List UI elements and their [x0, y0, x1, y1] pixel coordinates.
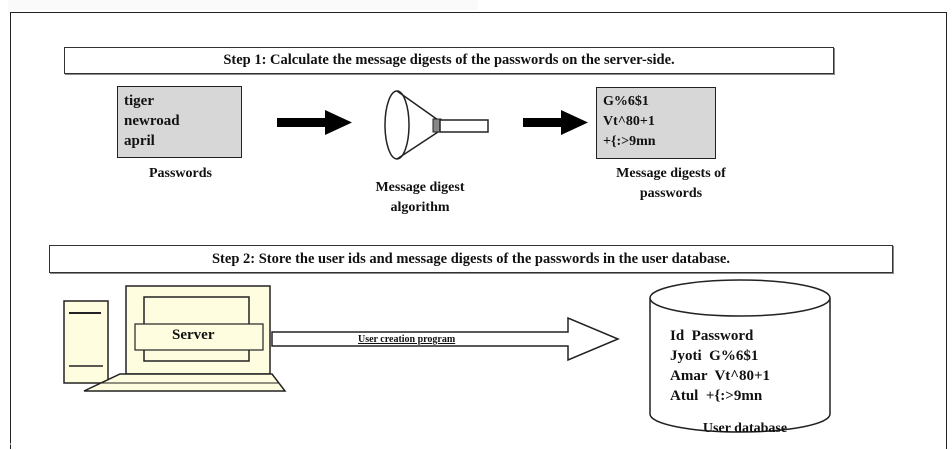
hollow-arrow-icon	[271, 316, 620, 362]
digest-line: +{:>9mn	[603, 134, 656, 149]
database-caption: User database	[702, 421, 788, 436]
step1-banner: Step 1: Calculate the message digests of…	[64, 47, 834, 74]
step2-label: Step 2: Store the user ids and message d…	[211, 250, 730, 267]
password-line: april	[124, 133, 155, 149]
passwords-box: tiger newroad april	[117, 86, 242, 158]
digests-caption-line2: passwords	[639, 186, 703, 201]
digests-caption-line1: Message digests of	[616, 166, 726, 181]
database-table: Id Password Jyoti G%6$1 Amar Vt^80+1 Atu…	[670, 326, 770, 406]
database-row: Amar Vt^80+1	[670, 368, 771, 384]
step2-banner: Step 2: Store the user ids and message d…	[49, 245, 893, 273]
step1-label: Step 1: Calculate the message digests of…	[223, 52, 675, 68]
algorithm-caption-line2: algorithm	[390, 200, 450, 215]
computer-icon	[63, 285, 287, 392]
algorithm-caption: Message digest algorithm	[340, 178, 500, 218]
digests-caption: Message digests of passwords	[586, 164, 756, 204]
top-fade	[8, 0, 478, 10]
program-label: User creation program	[358, 334, 456, 345]
password-line: tiger	[124, 93, 154, 109]
arrow-right-icon	[277, 110, 352, 135]
diagram-frame	[10, 12, 947, 449]
password-line: newroad	[124, 113, 180, 129]
algorithm-caption-line1: Message digest	[375, 180, 465, 195]
funnel-icon	[384, 90, 489, 160]
server-label: Server	[172, 327, 215, 343]
database-row: Atul +{:>9mn	[670, 388, 763, 404]
database-row: Jyoti G%6$1	[670, 348, 759, 364]
database-row: Id Password	[670, 328, 754, 344]
digest-line: G%6$1	[603, 94, 649, 109]
digests-box: G%6$1 Vt^80+1 +{:>9mn	[596, 87, 716, 159]
passwords-caption: Passwords	[148, 166, 212, 181]
digest-line: Vt^80+1	[603, 114, 655, 129]
arrow-right-icon	[523, 110, 588, 135]
database-icon	[649, 279, 831, 433]
